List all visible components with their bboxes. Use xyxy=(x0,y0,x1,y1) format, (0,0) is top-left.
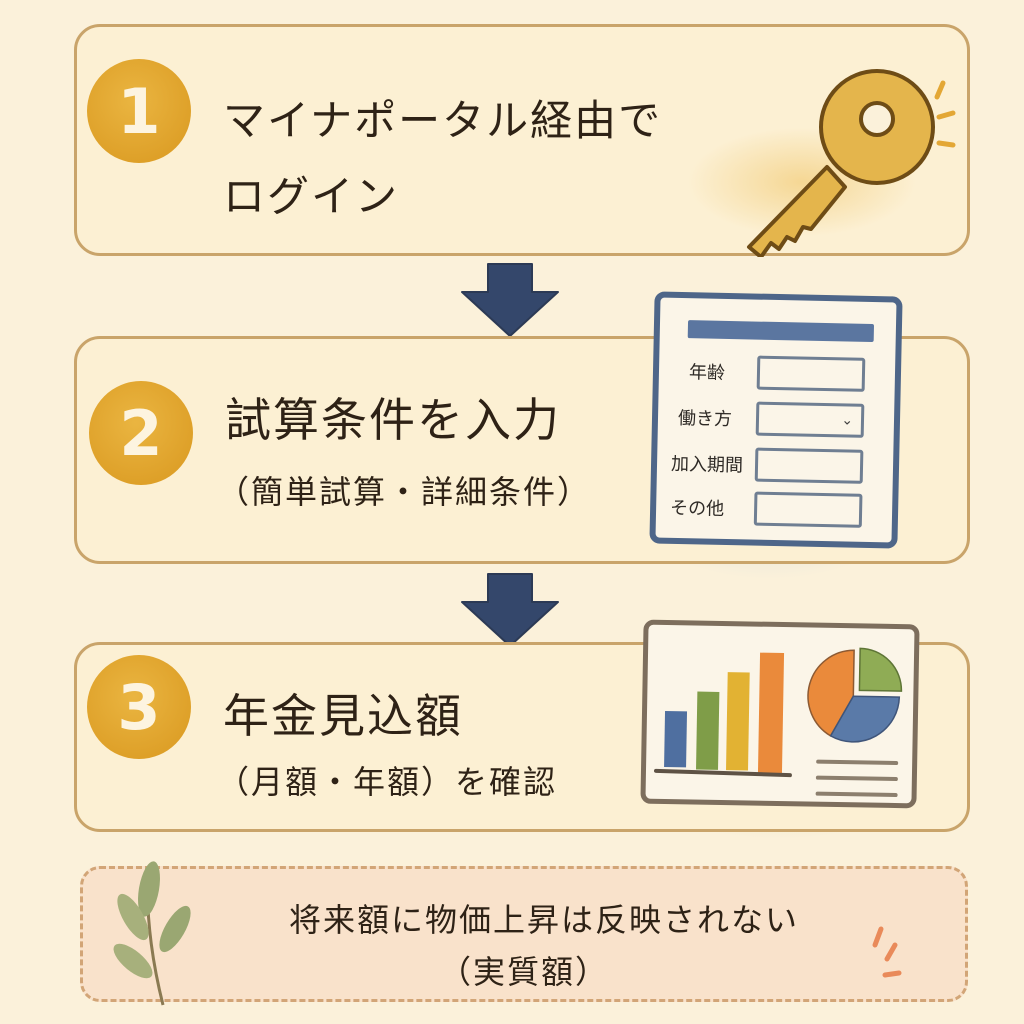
other-field xyxy=(753,491,863,528)
step-number-badge: 1 xyxy=(87,59,191,163)
step-title: 試算条件を入力 xyxy=(225,393,561,447)
chevron-down-icon: ⌄ xyxy=(841,412,854,429)
chart-illustration xyxy=(640,619,920,809)
age-field xyxy=(756,355,866,392)
step-title: 年金見込額 xyxy=(223,689,463,743)
sparkle-icon xyxy=(872,926,902,978)
form-header-bar xyxy=(687,320,875,343)
down-arrow-icon xyxy=(461,573,559,647)
step-subtitle: （簡単試算・詳細条件） xyxy=(217,473,592,511)
step-number-badge: 2 xyxy=(89,381,193,485)
note-box: 将来額に物価上昇は反映されない （実質額） xyxy=(80,861,968,1006)
step-title-line1: マイナポータル経由で xyxy=(223,96,663,145)
form-label: 年齢 xyxy=(688,362,726,384)
form-label: 働き方 xyxy=(677,407,733,431)
step-1-card: 1 マイナポータル経由で ログイン xyxy=(74,24,970,257)
step-title-line2: ログイン xyxy=(223,172,400,221)
form-row-age: 年齢 xyxy=(673,354,866,392)
form-illustration: 年齢 働き方 ⌄ 加入期間 その他 xyxy=(649,291,903,549)
step-subtitle: （月額・年額）を確認 xyxy=(217,763,558,801)
bar-pie-chart-icon xyxy=(653,647,903,798)
period-field xyxy=(754,447,864,484)
key-icon xyxy=(747,69,956,257)
form-row-other: その他 xyxy=(670,490,863,528)
down-arrow-icon xyxy=(461,263,559,337)
form-row-work-style: 働き方 ⌄ xyxy=(672,400,865,438)
form-label: その他 xyxy=(669,497,725,520)
note-line-2: （実質額） xyxy=(438,953,609,991)
note-line-1: 将来額に物価上昇は反映されない xyxy=(288,901,799,939)
step-title: マイナポータル経由で ログイン xyxy=(223,83,662,235)
leaf-icon xyxy=(113,861,191,1006)
form-label: 加入期間 xyxy=(670,453,744,477)
step-number-badge: 3 xyxy=(87,655,191,759)
form-row-period: 加入期間 xyxy=(671,446,864,484)
work-style-select: ⌄ xyxy=(755,401,865,438)
